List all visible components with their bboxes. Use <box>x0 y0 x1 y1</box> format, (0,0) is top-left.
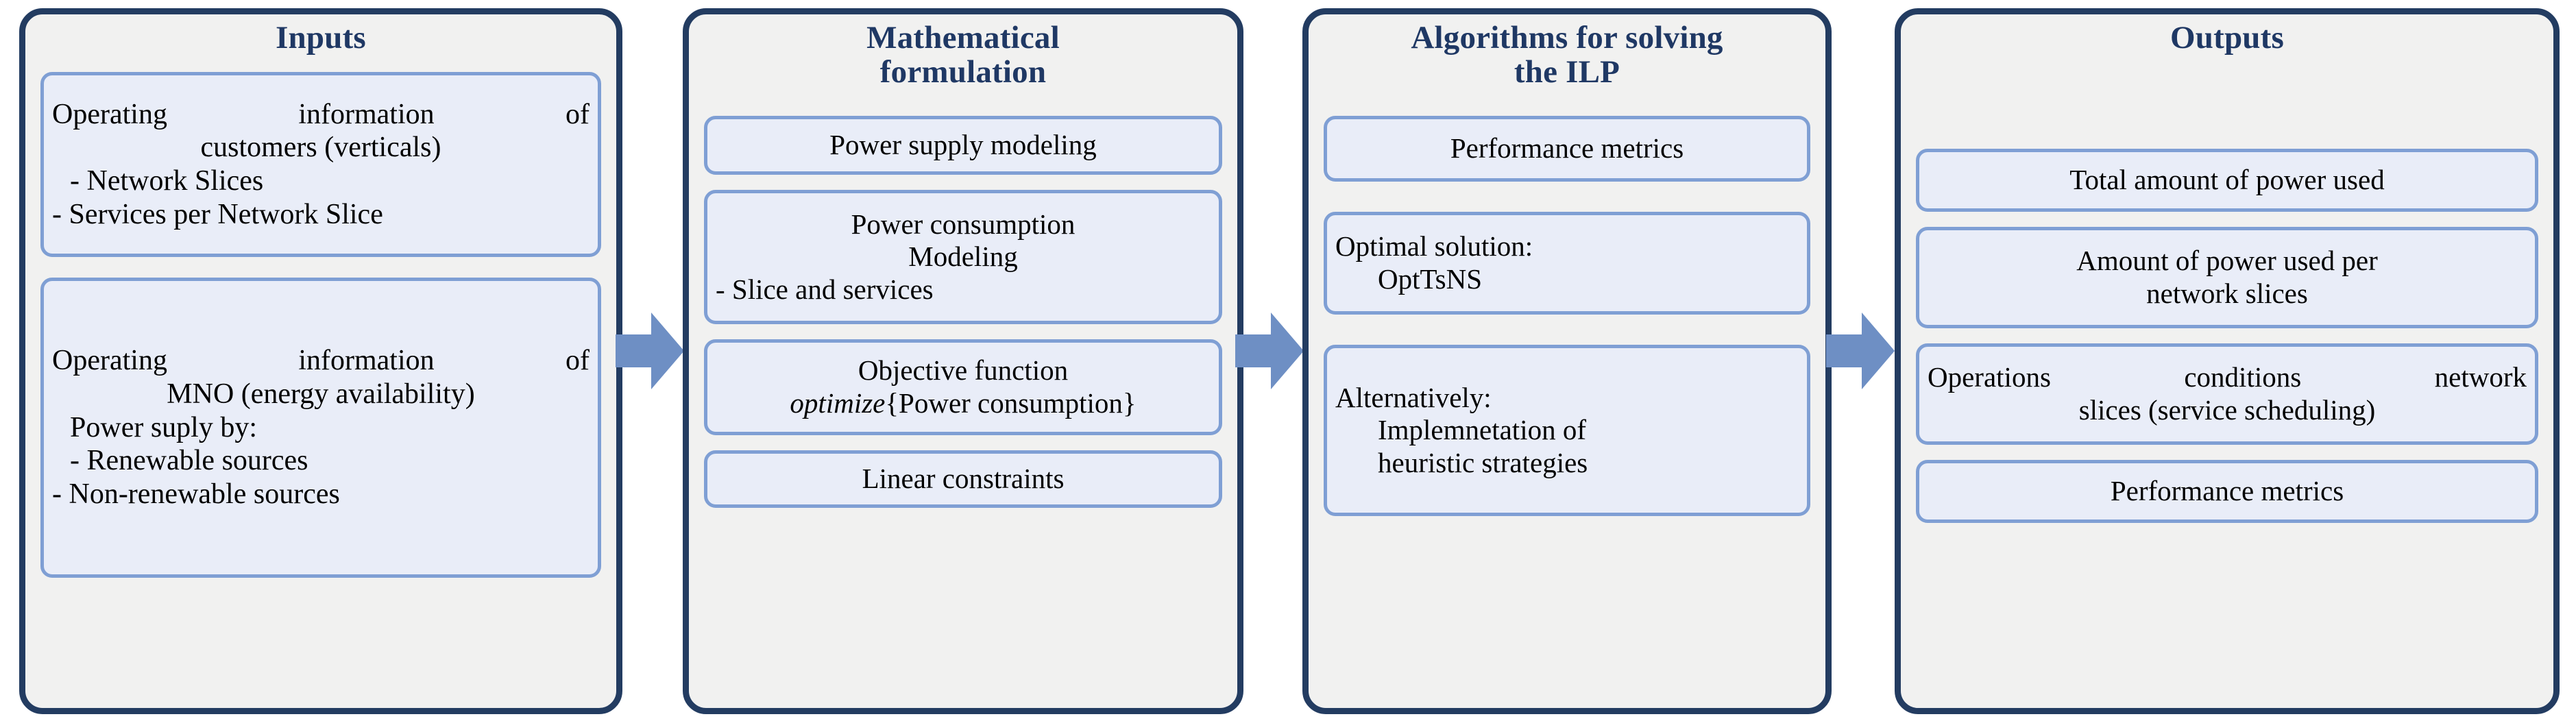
panel-algorithms-body: Performance metrics Optimal solution: Op… <box>1309 116 1825 697</box>
card-line: - Renewable sources <box>70 445 308 477</box>
card-line: Power supply modeling <box>829 129 1097 161</box>
card-line: Modeling <box>908 241 1018 273</box>
objective-expression-body: {Power consumption} <box>885 387 1137 419</box>
arrow-inputs-to-math-icon <box>616 313 684 389</box>
card-performance-metrics[interactable]: Performance metrics <box>1324 116 1810 182</box>
card-line: - Network Slices <box>70 165 264 197</box>
panel-math-body: Power supply modeling Power consumption … <box>689 116 1237 697</box>
objective-optimize-keyword: optimize <box>790 387 886 419</box>
card-alternative-heuristics[interactable]: Alternatively: Implemnetation of heurist… <box>1324 345 1810 516</box>
card-optimal-solution[interactable]: Optimal solution: OptTsNS <box>1324 212 1810 315</box>
panel-inputs-title: Inputs <box>276 20 366 56</box>
card-line: Optimal solution: <box>1335 230 1533 262</box>
card-operations-conditions[interactable]: Operations conditions network slices (se… <box>1916 343 2538 445</box>
panel-inputs-body: Operating information of customers (vert… <box>25 72 616 697</box>
panel-outputs: Outputs Total amount of power used Amoun… <box>1895 8 2560 714</box>
card-objective-function[interactable]: Objective function optimize{Power consum… <box>704 339 1222 435</box>
card-line: heuristic strategies <box>1378 446 1588 478</box>
panel-algorithms-for-solving-ilp: Algorithms for solving the ILP Performan… <box>1302 8 1832 714</box>
card-power-per-network-slice[interactable]: Amount of power used per network slices <box>1916 227 2538 328</box>
card-line: Operating information of <box>52 345 590 377</box>
panel-outputs-title: Outputs <box>2170 20 2284 56</box>
card-customer-operating-info[interactable]: Operating information of customers (vert… <box>40 72 601 257</box>
card-line: - Non-renewable sources <box>52 478 340 511</box>
card-line: Implemnetation of <box>1378 414 1586 446</box>
arrow-algorithms-to-outputs-icon <box>1826 313 1895 389</box>
card-output-performance-metrics[interactable]: Performance metrics <box>1916 460 2538 523</box>
panel-inputs: Inputs Operating information of customer… <box>19 8 622 714</box>
card-line: Performance metrics <box>1450 132 1684 164</box>
panel-mathematical-formulation: Mathematical formulation Power supply mo… <box>683 8 1243 714</box>
card-line: - Slice and services <box>716 273 934 305</box>
card-line: Operations conditions network <box>1928 361 2527 393</box>
card-line: Power suply by: <box>70 411 257 443</box>
card-mno-operating-info[interactable]: Operating information of MNO (energy ava… <box>40 278 601 578</box>
card-line: OptTsNS <box>1378 263 1483 295</box>
card-line: Amount of power used per <box>2076 245 2378 277</box>
card-line: customers (verticals) <box>200 132 441 164</box>
card-line: Performance metrics <box>2110 475 2344 507</box>
card-line: - Services per Network Slice <box>52 198 383 230</box>
panel-outputs-body: Total amount of power used Amount of pow… <box>1901 72 2553 697</box>
card-power-supply-modeling[interactable]: Power supply modeling <box>704 116 1222 175</box>
card-line-objective-expression: optimize{Power consumption} <box>716 387 1211 420</box>
card-line: MNO (energy availability) <box>167 378 475 410</box>
card-line: slices (service scheduling) <box>2078 394 2376 426</box>
card-line: Total amount of power used <box>2069 164 2385 196</box>
card-line: network slices <box>2146 278 2308 309</box>
card-line: Linear constraints <box>862 463 1065 495</box>
panel-algorithms-title: Algorithms for solving the ILP <box>1411 20 1723 90</box>
panel-math-title: Mathematical formulation <box>866 20 1060 90</box>
card-power-consumption-modeling[interactable]: Power consumption Modeling - Slice and s… <box>704 190 1222 324</box>
card-linear-constraints[interactable]: Linear constraints <box>704 450 1222 508</box>
card-line: Objective function <box>858 354 1069 387</box>
card-line: Power consumption <box>851 208 1076 240</box>
card-line: Alternatively: <box>1335 381 1492 413</box>
arrow-math-to-algorithms-icon <box>1235 313 1304 389</box>
card-total-power-used[interactable]: Total amount of power used <box>1916 149 2538 212</box>
card-line: Operating information of <box>52 98 590 130</box>
